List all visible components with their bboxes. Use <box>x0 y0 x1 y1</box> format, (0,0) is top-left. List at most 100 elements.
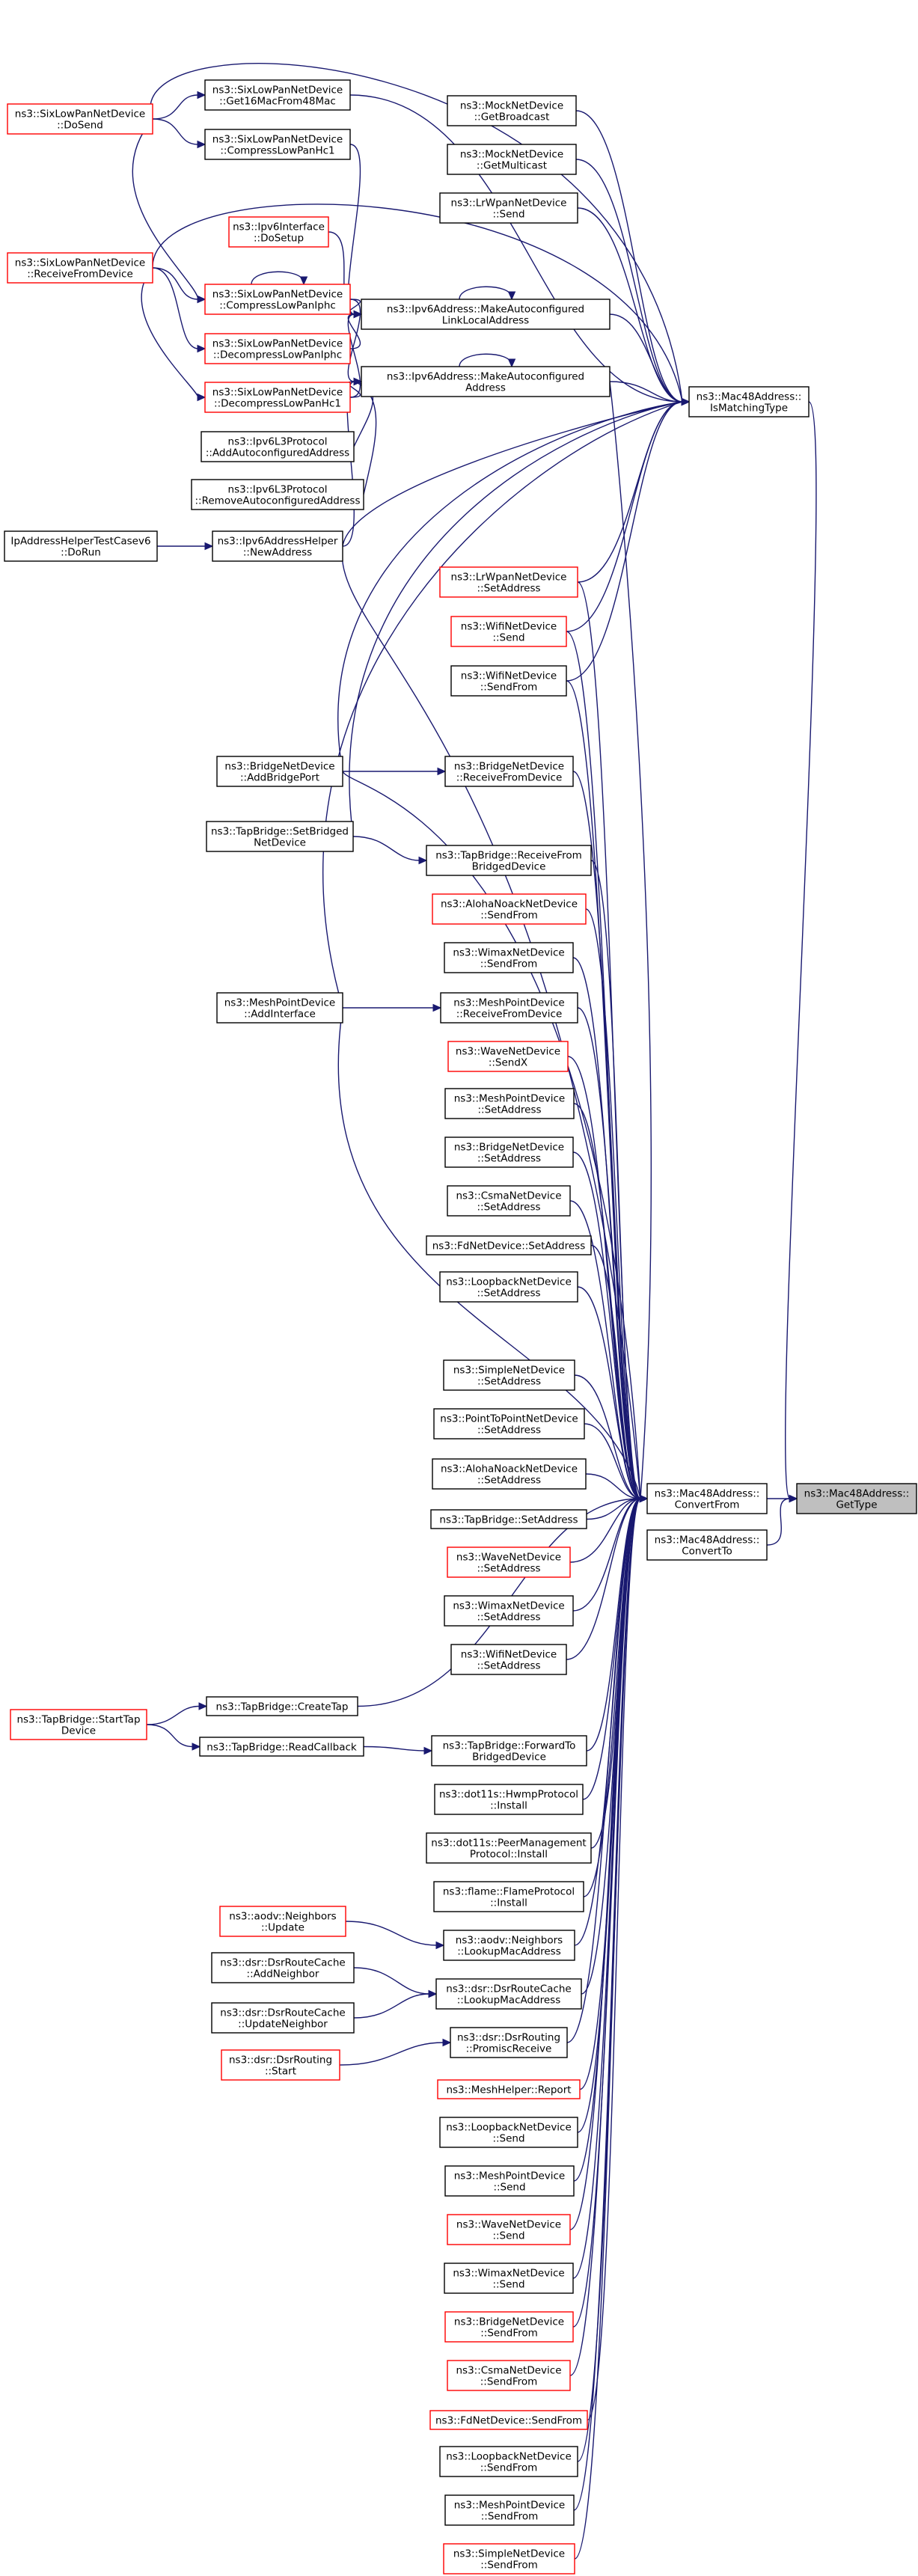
graph-node-compress-iphc[interactable]: ns3::SixLowPanNetDevice::CompressLowPanI… <box>204 284 351 315</box>
node-box <box>221 2049 340 2081</box>
graph-node-helper-new[interactable]: ns3::Ipv6AddressHelper::NewAddress <box>212 530 343 562</box>
graph-node-mesh-send-from[interactable]: ns3::MeshPointDevice::SendFrom <box>444 2494 575 2526</box>
graph-node-ip-helper-test[interactable]: IpAddressHelperTestCasev6::DoRun <box>4 530 158 562</box>
node-label: ns3::flame::FlameProtocol <box>443 1886 575 1898</box>
graph-node-link-local[interactable]: ns3::Ipv6Address::MakeAutoconfiguredLink… <box>361 299 611 330</box>
graph-node-mesh-send[interactable]: ns3::MeshPointDevice::Send <box>444 2165 575 2197</box>
node-label: ::GetBroadcast <box>474 111 550 123</box>
edge-path <box>339 2042 444 2066</box>
graph-node-mock-multicast[interactable]: ns3::MockNetDevice::GetMulticast <box>447 144 577 175</box>
graph-node-mesh-add-if[interactable]: ns3::MeshPointDevice::AddInterface <box>216 992 343 1024</box>
node-box <box>212 530 343 562</box>
graph-node-bridge-recv[interactable]: ns3::BridgeNetDevice::ReceiveFromDevice <box>444 756 574 787</box>
graph-node-convert-from[interactable]: ns3::Mac48Address::ConvertFrom <box>646 1483 768 1514</box>
node-label: ::Start <box>265 2066 296 2078</box>
node-box <box>361 366 611 397</box>
graph-node-dsr-lookup[interactable]: ns3::dsr::DsrRouteCache::LookupMacAddres… <box>435 1978 582 2010</box>
edge-arrowhead <box>507 291 516 301</box>
graph-node-is-matching[interactable]: ns3::Mac48Address::IsMatchingType <box>688 386 810 417</box>
graph-node-tap-create[interactable]: ns3::TapBridge::CreateTap <box>206 1696 358 1716</box>
node-box <box>450 2027 568 2058</box>
graph-node-wave-set-addr[interactable]: ns3::WaveNetDevice::SetAddress <box>447 1546 571 1578</box>
graph-node-wimax-send[interactable]: ns3::WimaxNetDevice::Send <box>444 2263 574 2294</box>
node-label: ::Install <box>490 1800 527 1812</box>
graph-node-wimax-send-from[interactable]: ns3::WimaxNetDevice::SendFrom <box>444 942 574 973</box>
edge-path <box>590 860 641 1499</box>
graph-node-l3-add[interactable]: ns3::Ipv6L3Protocol::AddAutoconfiguredAd… <box>201 431 355 462</box>
graph-node-wifi-send-from[interactable]: ns3::WifiNetDevice::SendFrom <box>450 665 567 697</box>
node-label: ConvertTo <box>682 1546 732 1558</box>
edge-path <box>574 1498 641 2560</box>
graph-node-aodv-update[interactable]: ns3::aodv::Neighbors::Update <box>219 1906 346 1937</box>
graph-node-dsr-add-nb[interactable]: ns3::dsr::DsrRouteCache::AddNeighbor <box>211 1952 355 1983</box>
call-edge <box>574 1494 649 2560</box>
graph-node-mesh-helper-report[interactable]: ns3::MeshHelper::Report <box>437 2079 581 2099</box>
call-edge <box>152 267 206 304</box>
graph-node-get16-mac[interactable]: ns3::SixLowPanNetDevice::Get16MacFrom48M… <box>204 79 351 111</box>
graph-node-flame-install[interactable]: ns3::flame::FlameProtocol::Install <box>433 1881 584 1912</box>
node-box <box>430 1509 587 1529</box>
graph-node-tap-read-cb[interactable]: ns3::TapBridge::ReadCallback <box>199 1737 364 1757</box>
graph-node-dsr-start[interactable]: ns3::dsr::DsrRouting::Start <box>221 2049 340 2081</box>
node-label: ::SendFrom <box>480 2376 538 2388</box>
graph-node-fd-set-addr[interactable]: ns3::FdNetDevice::SetAddress <box>426 1235 592 1255</box>
graph-node-loop-send-from[interactable]: ns3::LoopbackNetDevice::SendFrom <box>439 2446 578 2477</box>
graph-node-wimax-set-addr[interactable]: ns3::WimaxNetDevice::SetAddress <box>444 1595 574 1627</box>
node-label: ns3::aodv::Neighbors <box>456 1935 563 1947</box>
graph-node-wave-send-x[interactable]: ns3::WaveNetDevice::SendX <box>447 1041 569 1072</box>
edge-path <box>585 908 641 1499</box>
graph-node-bridge-send-from[interactable]: ns3::BridgeNetDevice::SendFrom <box>444 2311 574 2343</box>
graph-node-convert-to[interactable]: ns3::Mac48Address::ConvertTo <box>646 1529 768 1561</box>
graph-node-p2p-set-addr[interactable]: ns3::PointToPointNetDevice::SetAddress <box>433 1408 585 1440</box>
edge-arrowhead <box>507 358 516 368</box>
graph-node-bridge-set-addr[interactable]: ns3::BridgeNetDevice::SetAddress <box>444 1136 574 1168</box>
graph-node-aloha-set-addr[interactable]: ns3::AlohaNoackNetDevice::SetAddress <box>432 1458 587 1490</box>
graph-node-simple-send-from[interactable]: ns3::SimpleNetDevice::SendFrom <box>443 2543 575 2575</box>
graph-node-l3-remove[interactable]: ns3::Ipv6L3Protocol::RemoveAutoconfigure… <box>191 479 364 510</box>
graph-node-mesh-recv[interactable]: ns3::MeshPointDevice::ReceiveFromDevice <box>440 992 578 1024</box>
graph-node-aloha-send-from[interactable]: ns3::AlohaNoackNetDevice::SendFrom <box>432 893 587 925</box>
graph-node-six-recv[interactable]: ns3::SixLowPanNetDevice::ReceiveFromDevi… <box>7 252 153 284</box>
graph-node-decompress-iphc[interactable]: ns3::SixLowPanNetDevice::DecompressLowPa… <box>204 333 351 364</box>
graph-node-decompress-hc1[interactable]: ns3::SixLowPanNetDevice::DecompressLowPa… <box>204 382 351 413</box>
node-label: ns3::Ipv6AddressHelper <box>218 536 338 548</box>
node-box <box>447 1546 571 1578</box>
graph-node-csma-set-addr[interactable]: ns3::CsmaNetDevice::SetAddress <box>447 1185 571 1217</box>
graph-node-ipv6if-do-setup[interactable]: ns3::Ipv6Interface::DoSetup <box>228 216 329 248</box>
graph-node-wifi-set-addr[interactable]: ns3::WifiNetDevice::SetAddress <box>450 1644 567 1675</box>
graph-node-tap-set-addr[interactable]: ns3::TapBridge::SetAddress <box>430 1509 587 1529</box>
graph-node-get-type[interactable]: ns3::Mac48Address::GetType <box>796 1483 917 1514</box>
graph-node-simple-set-addr[interactable]: ns3::SimpleNetDevice::SetAddress <box>443 1359 575 1391</box>
graph-node-lrwpan-set-addr[interactable]: ns3::LrWpanNetDevice::SetAddress <box>439 566 578 598</box>
graph-node-compress-hc1[interactable]: ns3::SixLowPanNetDevice::CompressLowPanH… <box>204 129 351 160</box>
node-box <box>444 2494 575 2526</box>
graph-node-lrwpan-send[interactable]: ns3::LrWpanNetDevice::Send <box>439 192 578 224</box>
graph-node-dsr-promisc[interactable]: ns3::dsr::DsrRouting::PromiscReceive <box>450 2027 568 2058</box>
graph-node-hwmp-install[interactable]: ns3::dot11s::HwmpProtocol::Install <box>434 1784 584 1815</box>
graph-node-six-do-send[interactable]: ns3::SixLowPanNetDevice::DoSend <box>7 103 153 135</box>
node-box <box>191 479 364 510</box>
graph-node-wave-send[interactable]: ns3::WaveNetDevice::Send <box>447 2214 571 2245</box>
graph-node-mock-broadcast[interactable]: ns3::MockNetDevice::GetBroadcast <box>447 95 577 126</box>
graph-node-loop-send[interactable]: ns3::LoopbackNetDevice::Send <box>439 2117 578 2148</box>
graph-node-auto-addr[interactable]: ns3::Ipv6Address::MakeAutoconfiguredAddr… <box>361 366 611 397</box>
node-label: ns3::Ipv6L3Protocol <box>228 436 328 448</box>
node-label: ns3::MeshPointDevice <box>454 2170 566 2182</box>
node-box <box>204 79 351 111</box>
graph-node-dsr-upd-nb[interactable]: ns3::dsr::DsrRouteCache::UpdateNeighbor <box>211 2002 355 2034</box>
node-label: ::SendFrom <box>481 2511 539 2523</box>
graph-node-csma-send-from[interactable]: ns3::CsmaNetDevice::SendFrom <box>447 2360 571 2391</box>
graph-node-fd-send-from[interactable]: ns3::FdNetDevice::SendFrom <box>429 2410 588 2430</box>
graph-node-aodv-lookup[interactable]: ns3::aodv::Neighbors::LookupMacAddress <box>443 1930 575 1961</box>
graph-node-peer-install[interactable]: ns3::dot11s::PeerManagementProtocol::Ins… <box>426 1832 592 1864</box>
graph-node-wifi-send[interactable]: ns3::WifiNetDevice::Send <box>450 616 567 647</box>
graph-node-mesh-set-addr[interactable]: ns3::MeshPointDevice::SetAddress <box>444 1088 575 1119</box>
graph-node-bridge-add-port[interactable]: ns3::BridgeNetDevice::AddBridgePort <box>216 756 343 787</box>
node-label: ::ReceiveFromDevice <box>456 1009 563 1021</box>
graph-node-loop-set-addr[interactable]: ns3::LoopbackNetDevice::SetAddress <box>439 1271 578 1303</box>
